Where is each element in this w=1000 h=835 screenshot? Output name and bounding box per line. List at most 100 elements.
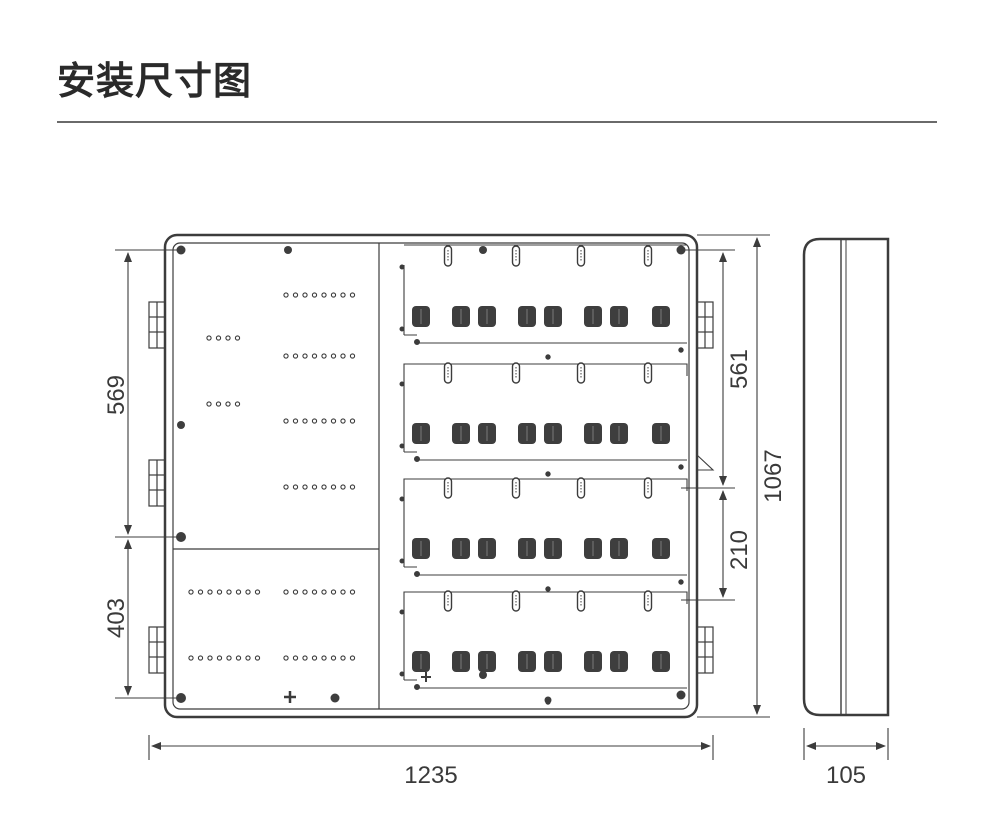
hinge-left-middle (148, 459, 166, 507)
hinge-left-top (148, 301, 166, 349)
terminal-dot (349, 484, 356, 490)
dimension-lines (115, 234, 889, 760)
terminal-dot (321, 292, 327, 298)
latch-tab (696, 453, 715, 471)
terminal-dot (302, 484, 308, 490)
terminal-dot (234, 401, 241, 407)
hinge-left-bottom (148, 626, 166, 674)
enclosure-inner (172, 242, 690, 710)
rail-dot (545, 586, 551, 592)
terminal-dot (292, 589, 299, 595)
terminal-dot (330, 484, 337, 490)
rail-dot (545, 354, 551, 360)
terminal-dot (283, 655, 289, 661)
dimension-left-upper-label: 569 (103, 375, 130, 415)
dimension-right-upper-label: 561 (726, 349, 753, 389)
meter-row (399, 244, 687, 360)
terminal-dot (216, 589, 223, 595)
terminal-dot (349, 655, 356, 661)
terminal-dot (302, 589, 308, 595)
terminal-dot (216, 655, 223, 661)
terminal-dot (311, 655, 318, 661)
terminal-dot (225, 335, 231, 341)
side-profile (802, 237, 890, 717)
terminal-dot (340, 655, 346, 661)
terminal-dot (349, 418, 356, 424)
terminal-dot (283, 484, 289, 490)
hinge-right-top (696, 301, 714, 349)
rail-dot (678, 347, 684, 353)
terminal-dot (254, 655, 261, 661)
terminal-dot (207, 655, 213, 661)
rail-bracket (403, 265, 417, 336)
terminal-dot (330, 418, 337, 424)
terminal-dot (245, 655, 251, 661)
terminal-dot (215, 335, 222, 341)
terminal-dot (340, 418, 346, 424)
terminal-dot (311, 589, 318, 595)
meter-row (399, 362, 688, 477)
hinge-right-bottom (696, 626, 714, 674)
rail-dot (399, 381, 405, 387)
terminal-dot (245, 589, 251, 595)
terminal-dot (206, 335, 212, 341)
dimension-width-label: 1235 (404, 762, 457, 789)
rail-line (403, 478, 688, 497)
rail-dot (399, 264, 405, 270)
screw-icon (479, 246, 487, 254)
ground-terminal-icon (284, 691, 296, 703)
terminal-dot (330, 655, 337, 661)
terminal-dot (321, 418, 327, 424)
terminal-dot (340, 484, 346, 490)
meter-row (399, 477, 688, 592)
rail-dot (399, 671, 405, 677)
terminal-dot (207, 589, 213, 595)
terminal-dot (302, 353, 308, 359)
meter-rows (399, 244, 715, 705)
terminal-dot (292, 418, 299, 424)
screw-icon (284, 246, 292, 254)
terminal-dot (188, 655, 194, 661)
terminal-dot (330, 589, 337, 595)
dimension-left-lower-label: 403 (103, 598, 130, 638)
terminal-dot (349, 353, 356, 359)
rail-dot (414, 684, 420, 690)
rail-line (403, 591, 688, 610)
dimension-right-middle-label: 210 (726, 530, 753, 570)
terminal-dot (188, 589, 194, 595)
rail-dot (678, 692, 684, 698)
terminal-dot (321, 655, 327, 661)
terminal-dot (283, 292, 289, 298)
page-title: 安装尺寸图 (57, 59, 253, 103)
rail-dot (545, 699, 551, 705)
front-view (148, 233, 715, 719)
terminal-dot (254, 589, 261, 595)
terminal-dot (349, 589, 356, 595)
rail-dot (678, 579, 684, 585)
terminal-dot (349, 292, 356, 298)
terminal-dot (197, 589, 204, 595)
terminal-dot (235, 589, 242, 595)
terminal-dot (302, 292, 308, 298)
terminal-dot (283, 589, 289, 595)
terminal-dot (215, 401, 222, 407)
rail-line (403, 363, 688, 382)
dimension-depth-label: 105 (826, 762, 866, 789)
terminal-dot (340, 292, 346, 298)
screw-icon (479, 671, 487, 679)
terminal-dot (225, 401, 231, 407)
terminal-dot (330, 292, 337, 298)
terminal-dot (292, 353, 299, 359)
terminal-dot (292, 484, 299, 490)
terminal-dot (311, 292, 318, 298)
terminal-dot (340, 589, 346, 595)
terminal-dot (311, 484, 318, 490)
terminal-dot (311, 418, 318, 424)
terminal-dot (283, 418, 289, 424)
terminal-dot (321, 589, 327, 595)
terminal-dot (226, 655, 232, 661)
terminal-dot (302, 655, 308, 661)
rail-dot (545, 471, 551, 477)
terminal-dot (302, 418, 308, 424)
